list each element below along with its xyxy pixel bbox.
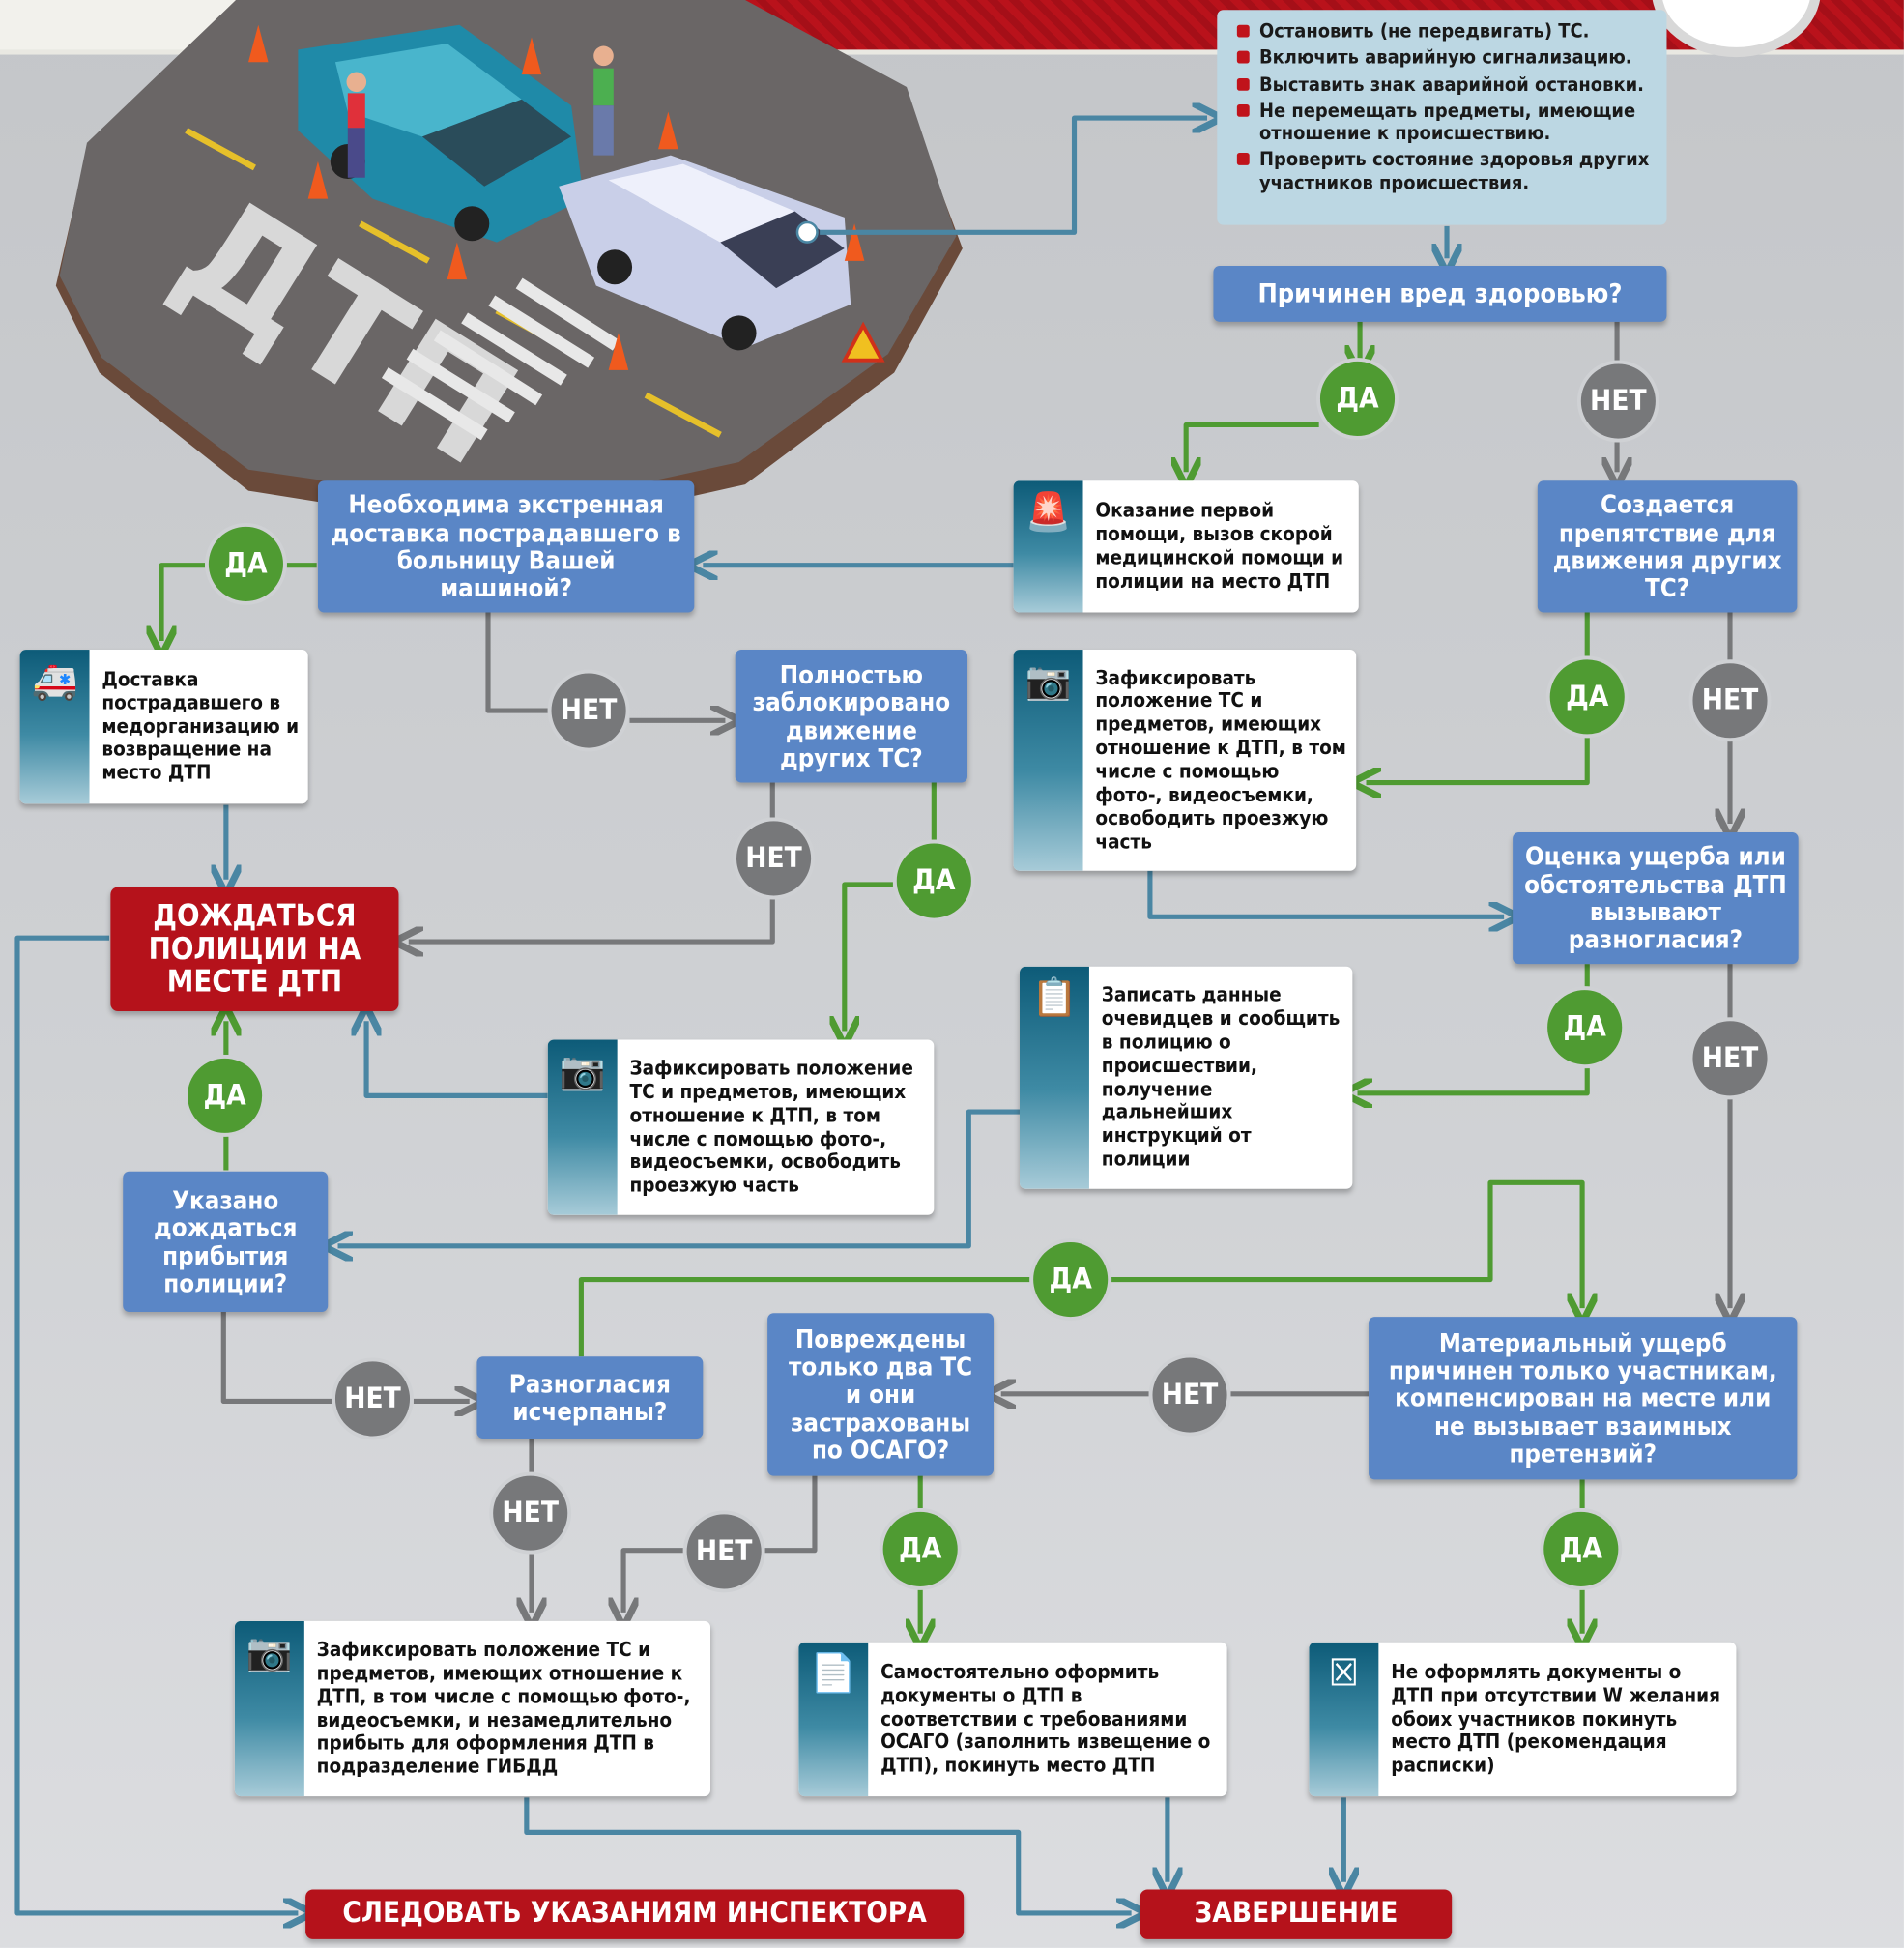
connector-no [764, 1475, 818, 1554]
action-text: Зафиксировать положение ТС и предметов, … [316, 1637, 691, 1779]
ambulance-icon: 🚑 [31, 659, 78, 704]
action-record-gibdd: 📷 Зафиксировать положение ТС и предметов… [234, 1620, 711, 1797]
yes-badge: ДА [892, 839, 975, 922]
action-record-free-lane: 📷 Зафиксировать положение ТС и предметов… [1013, 650, 1357, 871]
no-badge: НЕТ [733, 817, 815, 900]
white-car [559, 155, 851, 351]
action-delivery: 🚑 Доставка пострадавшего в медорганизаци… [19, 650, 308, 804]
connector-flow [1147, 870, 1504, 917]
notepad-icon: 📋 [1030, 976, 1078, 1020]
yes-badge: ДА [879, 1507, 962, 1590]
action-no-documents: ☒ Не оформлять документы о ДТП при отсут… [1309, 1642, 1737, 1797]
camera-icon: 📷 [1024, 659, 1072, 704]
connector-flow [820, 118, 1207, 235]
connector-flow [14, 935, 298, 1913]
crossed-document-icon: ☒ [1328, 1652, 1359, 1697]
siren-icon: 🚨 [1024, 490, 1072, 535]
no-badge: НЕТ [547, 669, 630, 752]
question-health-harm: Причинен вред здоровью? [1213, 265, 1667, 322]
yes-badge: ДА [1316, 358, 1399, 440]
connector-no [485, 612, 548, 713]
no-badge: НЕТ [1148, 1353, 1231, 1437]
camera-icon: 📷 [245, 1631, 293, 1675]
connector-yes [578, 1276, 1030, 1357]
connector-yes [1186, 422, 1319, 472]
terminal-finish: ЗАВЕРШЕНИЕ [1140, 1889, 1453, 1939]
no-badge: НЕТ [489, 1471, 572, 1555]
connector-yes [1111, 1179, 1582, 1308]
step-item: Не перемещать предметы, имеющие отношени… [1234, 100, 1654, 145]
accident-scene-illustration: ДТП [55, 0, 963, 535]
question-disputes-settled: Разногласия исчерпаны? [476, 1356, 704, 1439]
step-item: Включить аварийную сигнализацию. [1234, 46, 1654, 69]
blue-car [298, 24, 584, 243]
step-item: Остановить (не передвигать) ТС. [1234, 20, 1654, 43]
connector-yes [1367, 738, 1590, 782]
step-item: Проверить состояние здоровья других учас… [1234, 148, 1654, 193]
yes-badge: ДА [1545, 655, 1629, 739]
people [346, 45, 614, 178]
no-badge: НЕТ [1576, 360, 1659, 443]
step-item: Выставить знак аварийной остановки. [1234, 73, 1654, 95]
action-text: Доставка пострадавшего в медорганизацию … [101, 666, 300, 785]
connector-flow [338, 1109, 1020, 1246]
yes-badge: ДА [1543, 986, 1627, 1069]
yes-badge: ДА [1029, 1238, 1112, 1321]
no-badge: НЕТ [1688, 659, 1772, 742]
no-badge: НЕТ [332, 1357, 414, 1440]
action-text: Самостоятельно оформить документы о ДТП … [880, 1659, 1211, 1777]
question-told-to-wait: Указано дождаться прибытия полиции? [123, 1171, 329, 1312]
terminal-wait-police: ДОЖДАТЬСЯ ПОЛИЦИИ НА МЕСТЕ ДТП [110, 887, 399, 1011]
action-text: Не оформлять документы о ДТП при отсутст… [1391, 1659, 1721, 1777]
action-text: Записать данные очевидцев и сообщить в п… [1101, 982, 1341, 1171]
action-text: Зафиксировать положение ТС и предметов, … [629, 1056, 913, 1197]
question-two-vehicles-osago: Повреждены только два ТС и они застрахов… [767, 1313, 994, 1476]
connector-yes [161, 563, 206, 641]
question-disagreement: Оценка ущерба или обстоятельства ДТП выз… [1513, 831, 1799, 965]
action-text: Оказание первой помощи, вызов скорой мед… [1095, 498, 1344, 593]
terminal-follow-inspector: СЛЕДОВАТЬ УКАЗАНИЯМ ИНСПЕКТОРА [305, 1889, 965, 1939]
document-icon: 📄 [810, 1652, 857, 1697]
yes-badge: ДА [1540, 1507, 1623, 1590]
initial-steps-panel: Остановить (не передвигать) ТС. Включить… [1217, 10, 1667, 225]
no-badge: НЕТ [1688, 1017, 1772, 1100]
action-first-aid: 🚨 Оказание первой помощи, вызов скорой м… [1013, 480, 1359, 613]
action-text: Зафиксировать положение ТС и предметов, … [1095, 665, 1346, 854]
connector-no [220, 1311, 332, 1405]
camera-icon: 📷 [559, 1049, 606, 1093]
connector-no [409, 899, 775, 942]
action-record-free-road: 📷 Зафиксировать положение ТС и предметов… [547, 1039, 935, 1215]
connector-yes [1358, 1068, 1590, 1093]
question-material-damage: Материальный ущерб причинен только участ… [1369, 1317, 1798, 1480]
action-self-register: 📄 Самостоятельно оформить документы о ДТ… [798, 1642, 1227, 1797]
connector-flow [366, 1021, 548, 1098]
yes-badge: ДА [205, 522, 287, 605]
question-urgent-delivery: Необходима экстренная доставка пострадав… [317, 480, 695, 613]
yes-badge: ДА [184, 1054, 266, 1137]
question-obstacle: Создается препятствие для движения други… [1537, 480, 1798, 613]
connector-flow [524, 1797, 1132, 1913]
connector-yes [845, 882, 893, 1032]
question-fully-blocked: Полностью заблокировано движение других … [735, 650, 968, 783]
warning-triangle [841, 321, 885, 363]
no-badge: НЕТ [682, 1510, 765, 1593]
action-witnesses: 📋 Записать данные очевидцев и сообщить в… [1019, 966, 1353, 1189]
connector-no [623, 1548, 683, 1613]
